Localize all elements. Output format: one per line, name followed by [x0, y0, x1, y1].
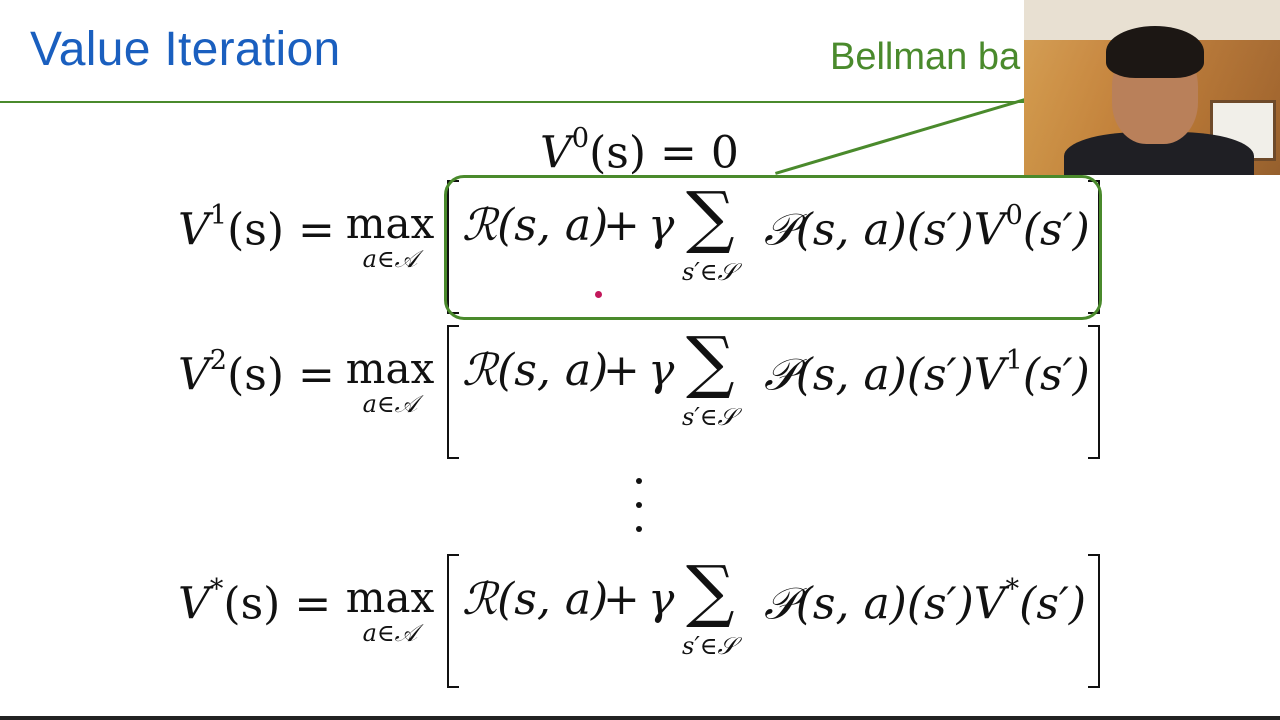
- equation-lhs: V2(s) =: [178, 345, 335, 401]
- initial-value-equation: V0(s) = 0: [540, 123, 739, 178]
- presenter-webcam: [1024, 0, 1280, 175]
- sum-subscript: s′∈𝒮: [682, 258, 737, 286]
- left-bracket: [447, 554, 459, 688]
- equation-lhs: V*(s) =: [178, 574, 332, 630]
- reward-term: ℛ(s, a): [462, 200, 609, 251]
- sum-symbol: ∑: [686, 178, 735, 257]
- laser-pointer-dot: [595, 291, 602, 298]
- bottom-edge-bar: [0, 716, 1280, 720]
- reward-term: ℛ(s, a): [462, 574, 609, 625]
- superscript: 0: [571, 123, 590, 154]
- slide-title: Value Iteration: [30, 23, 341, 76]
- right-bracket: [1088, 325, 1100, 459]
- sum-subscript: s′∈𝒮: [682, 403, 737, 431]
- v-symbol: V: [540, 127, 572, 179]
- transition-term: 𝒫(s, a)(s′)V*(s′): [764, 574, 1087, 630]
- bellman-backup-highlight: [444, 175, 1102, 320]
- sum-subscript: s′∈𝒮: [682, 632, 737, 660]
- sum-symbol: ∑: [686, 552, 735, 631]
- title-divider: [0, 101, 1030, 103]
- transition-term: 𝒫(s, a)(s′)V1(s′): [764, 345, 1090, 401]
- plus-sign: +: [603, 200, 640, 251]
- sum-symbol: ∑: [686, 323, 735, 402]
- equation-lhs: V1(s) =: [178, 200, 335, 256]
- equation-rest: (s) = 0: [589, 127, 739, 179]
- left-bracket: [447, 325, 459, 459]
- gamma-symbol: γ: [648, 200, 675, 251]
- transition-term: 𝒫(s, a)(s′)V0(s′): [764, 200, 1090, 256]
- callout-connector-line: [775, 96, 1030, 175]
- plus-sign: +: [603, 574, 640, 625]
- gamma-symbol: γ: [648, 345, 675, 396]
- reward-term: ℛ(s, a): [462, 345, 609, 396]
- right-bracket: [1088, 554, 1100, 688]
- callout-label: Bellman ba: [830, 36, 1021, 78]
- presenter-hair: [1106, 26, 1204, 78]
- plus-sign: +: [603, 345, 640, 396]
- gamma-symbol: γ: [648, 574, 675, 625]
- vertical-ellipsis: [634, 478, 644, 550]
